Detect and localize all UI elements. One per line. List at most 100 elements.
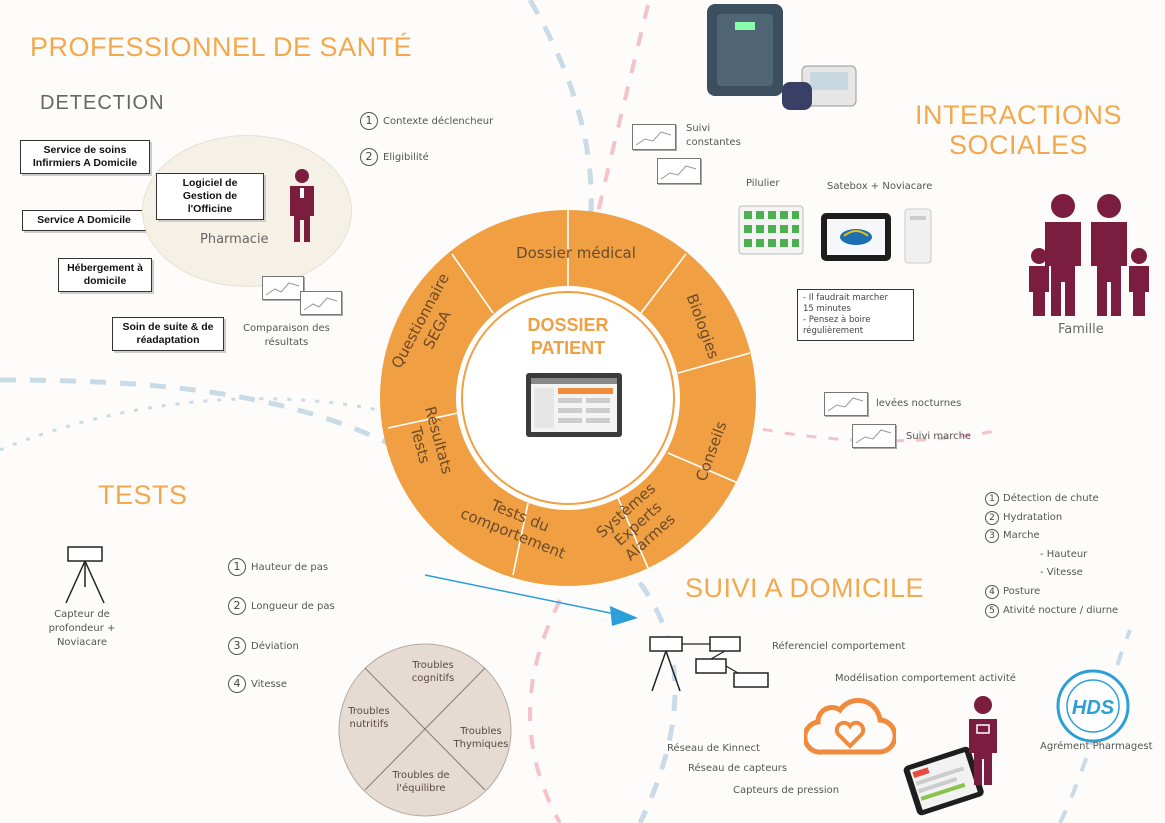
test-item-number: 1 bbox=[228, 558, 246, 576]
advice-box: - Il faudrait marcher 15 minutes - Pense… bbox=[797, 289, 914, 341]
divider-bottom-blue bbox=[618, 558, 678, 823]
box-logiciel: Logiciel de Gestion de l'Officine bbox=[156, 173, 264, 220]
box-hebergement: Hébergement à domicile bbox=[58, 258, 152, 292]
capteur-label: Capteur de profondeur + Noviacare bbox=[42, 608, 122, 650]
test-item-label: Hauteur de pas bbox=[251, 561, 329, 573]
tablet-icon bbox=[903, 746, 984, 816]
pie-cognitifs-line2: cognitifs bbox=[412, 673, 455, 684]
suivi-item-label: Hydratation bbox=[1003, 511, 1063, 523]
levees-label: levées nocturnes bbox=[876, 398, 962, 409]
sensor-device-icon bbox=[904, 208, 932, 264]
suivi-item-label: Détection de chute bbox=[1003, 493, 1099, 504]
test-item-label: Longueur de pas bbox=[251, 600, 335, 612]
title-tests: TESTS bbox=[98, 480, 188, 510]
pharmacie-label: Pharmacie bbox=[200, 232, 269, 247]
advice-line: 15 minutes bbox=[803, 304, 851, 314]
modelisation-label: Modélisation comportement activité bbox=[835, 673, 1016, 684]
famille-label: Famille bbox=[1058, 322, 1104, 337]
pie-nutritifs-line1: Troubles bbox=[347, 706, 389, 717]
suivi-subitem: - Hauteur bbox=[1040, 548, 1088, 560]
graph-icon bbox=[632, 124, 676, 150]
suivi-item-number: 2 bbox=[985, 510, 999, 525]
family-icon bbox=[1029, 194, 1149, 316]
test-item-number: 4 bbox=[228, 675, 246, 693]
title-interactions-line2: SOCIALES bbox=[948, 130, 1089, 160]
agrement-label: Agrément Pharmagest bbox=[1040, 741, 1153, 752]
suivi-item: 2 Hydratation bbox=[985, 509, 1118, 528]
advice-line: - Pensez à boire bbox=[803, 315, 871, 325]
depth-camera-icon bbox=[65, 546, 105, 604]
tablet-screen-image bbox=[526, 373, 622, 437]
dossier-title-line2: PATIENT bbox=[531, 338, 605, 358]
suivi-item-number: 3 bbox=[985, 529, 999, 544]
title-detection: DETECTION bbox=[40, 92, 165, 114]
test-item-label: Déviation bbox=[251, 640, 299, 652]
title-professionnel: PROFESSIONNEL DE SANTÉ bbox=[30, 32, 413, 62]
step-label: Eligibilité bbox=[383, 151, 429, 163]
test-item: 4 Vitesse bbox=[228, 675, 287, 693]
troubles-pie: Troubles cognitifs Troubles nutritifs Tr… bbox=[338, 643, 512, 817]
advice-line: régulièrement bbox=[803, 326, 864, 336]
suivi-constantes-label: Suivi constantes bbox=[686, 122, 741, 150]
suivi-marche-label: Suivi marche bbox=[906, 431, 972, 442]
test-item-label: Vitesse bbox=[251, 678, 288, 690]
step-number: 2 bbox=[360, 148, 378, 166]
capteur-line: Noviacare bbox=[56, 637, 108, 648]
scale-icon bbox=[707, 4, 783, 96]
test-item: 2 Longueur de pas bbox=[228, 597, 335, 615]
hds-badge-icon: HDS bbox=[1056, 669, 1130, 743]
title-suivi-domicile: SUIVI A DOMICILE bbox=[685, 573, 925, 603]
capteur-line: profondeur + bbox=[48, 623, 116, 634]
pression-label: Capteurs de pression bbox=[733, 785, 840, 796]
test-item-number: 3 bbox=[228, 637, 246, 655]
behavior-reference-icon bbox=[649, 636, 769, 692]
suivi-constantes-line2: constantes bbox=[686, 137, 741, 148]
pie-equilibre-line2: l'équilibre bbox=[396, 782, 445, 794]
dossier-patient-wheel: Dossier médical Biologies Conseils Systè… bbox=[380, 210, 756, 586]
kinnect-label: Réseau de Kinnect bbox=[667, 743, 760, 754]
referenciel-label: Réferenciel comportement bbox=[772, 641, 906, 652]
comparaison-line2: résultats bbox=[264, 337, 309, 348]
suivi-item-label: Posture bbox=[1003, 585, 1041, 597]
segment-systemes: Systèmes Experts Alarmes bbox=[593, 479, 679, 564]
divider-left-thin bbox=[0, 397, 421, 452]
pie-cognitifs-line1: Troubles bbox=[411, 660, 453, 671]
graph-icon bbox=[300, 291, 342, 315]
step-number: 1 bbox=[360, 112, 378, 130]
title-interactions-line1: INTERACTIONS bbox=[915, 100, 1123, 130]
capteurs-label: Réseau de capteurs bbox=[688, 763, 788, 774]
step-eligibilite: 2 Eligibilité bbox=[360, 148, 429, 166]
advice-line: - Il faudrait marcher bbox=[803, 293, 889, 303]
suivi-constantes-line1: Suivi bbox=[686, 123, 711, 134]
suivi-subitem: - Vitesse bbox=[1040, 567, 1083, 579]
pie-thymiques-line2: Thymiques bbox=[453, 739, 509, 750]
hds-text: HDS bbox=[1072, 697, 1115, 719]
box-soin-suite: Soin de suite & de réadaptation bbox=[112, 317, 224, 351]
divider-bottom-pink bbox=[528, 599, 562, 823]
divider-left bbox=[0, 377, 422, 463]
arrow-line bbox=[424, 574, 621, 616]
graph-icon bbox=[657, 158, 701, 184]
arrow-head bbox=[610, 606, 638, 626]
suivi-item-label: Marche bbox=[1003, 530, 1040, 542]
test-item: 1 Hauteur de pas bbox=[228, 558, 328, 576]
pie-equilibre-line1: Troubles de bbox=[391, 770, 449, 781]
step-label: Contexte déclencheur bbox=[383, 115, 494, 127]
graph-icon bbox=[852, 424, 896, 448]
pie-nutritifs-line2: nutritifs bbox=[350, 719, 389, 730]
title-interactions: INTERACTIONS SOCIALES bbox=[915, 100, 1122, 160]
satebox-tablet-icon bbox=[821, 213, 891, 261]
pilulier-label: Pilulier bbox=[746, 178, 780, 189]
suivi-item-label: Ativité nocture / diurne bbox=[1003, 604, 1119, 616]
cloud-heart-icon bbox=[804, 698, 896, 755]
pharmacist-icon bbox=[290, 169, 314, 242]
graph-icon bbox=[824, 392, 868, 416]
satebox-label: Satebox + Noviacare bbox=[827, 181, 933, 192]
capteur-line: Capteur de bbox=[54, 609, 110, 620]
test-item-number: 2 bbox=[228, 597, 246, 615]
